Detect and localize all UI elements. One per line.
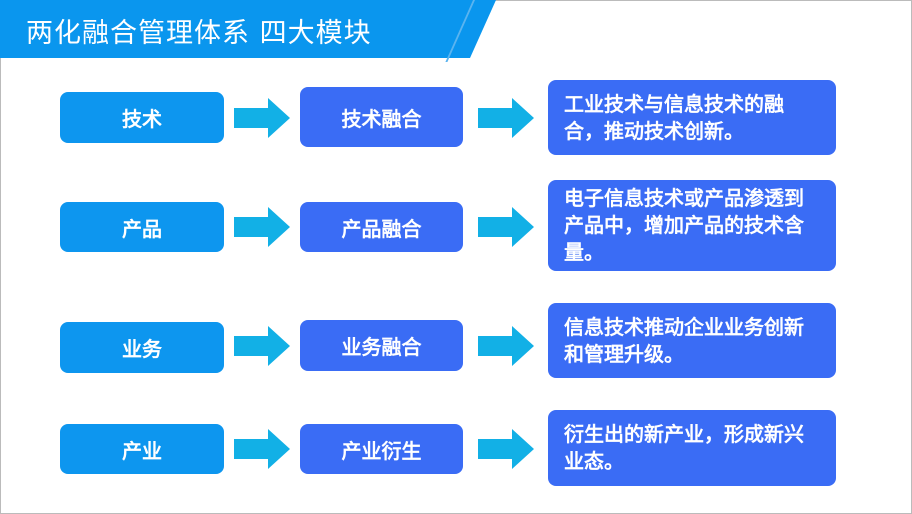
arrow-right-icon [478, 429, 534, 469]
title-banner [0, 0, 496, 58]
description-box: 电子信息技术或产品渗透到产品中，增加产品的技术含量。 [548, 180, 836, 271]
fusion-box: 业务融合 [300, 320, 463, 371]
category-box: 技术 [60, 92, 224, 143]
fusion-box: 技术融合 [300, 87, 463, 147]
arrow-right-icon [478, 207, 534, 247]
slide-title: 两化融合管理体系 四大模块 [26, 18, 372, 49]
category-box: 产品 [60, 202, 224, 252]
fusion-box: 产业衍生 [300, 424, 463, 474]
arrow-right-icon [234, 207, 290, 247]
fusion-box: 产品融合 [300, 202, 463, 252]
category-box: 业务 [60, 322, 224, 373]
arrow-right-icon [478, 98, 534, 138]
arrow-right-icon [478, 326, 534, 366]
description-box: 工业技术与信息技术的融合，推动技术创新。 [548, 80, 836, 155]
category-box: 产业 [60, 424, 224, 474]
description-box: 衍生出的新产业，形成新兴业态。 [548, 410, 836, 486]
arrow-right-icon [234, 429, 290, 469]
arrow-right-icon [234, 98, 290, 138]
arrow-right-icon [234, 326, 290, 366]
description-box: 信息技术推动企业业务创新和管理升级。 [548, 303, 836, 378]
